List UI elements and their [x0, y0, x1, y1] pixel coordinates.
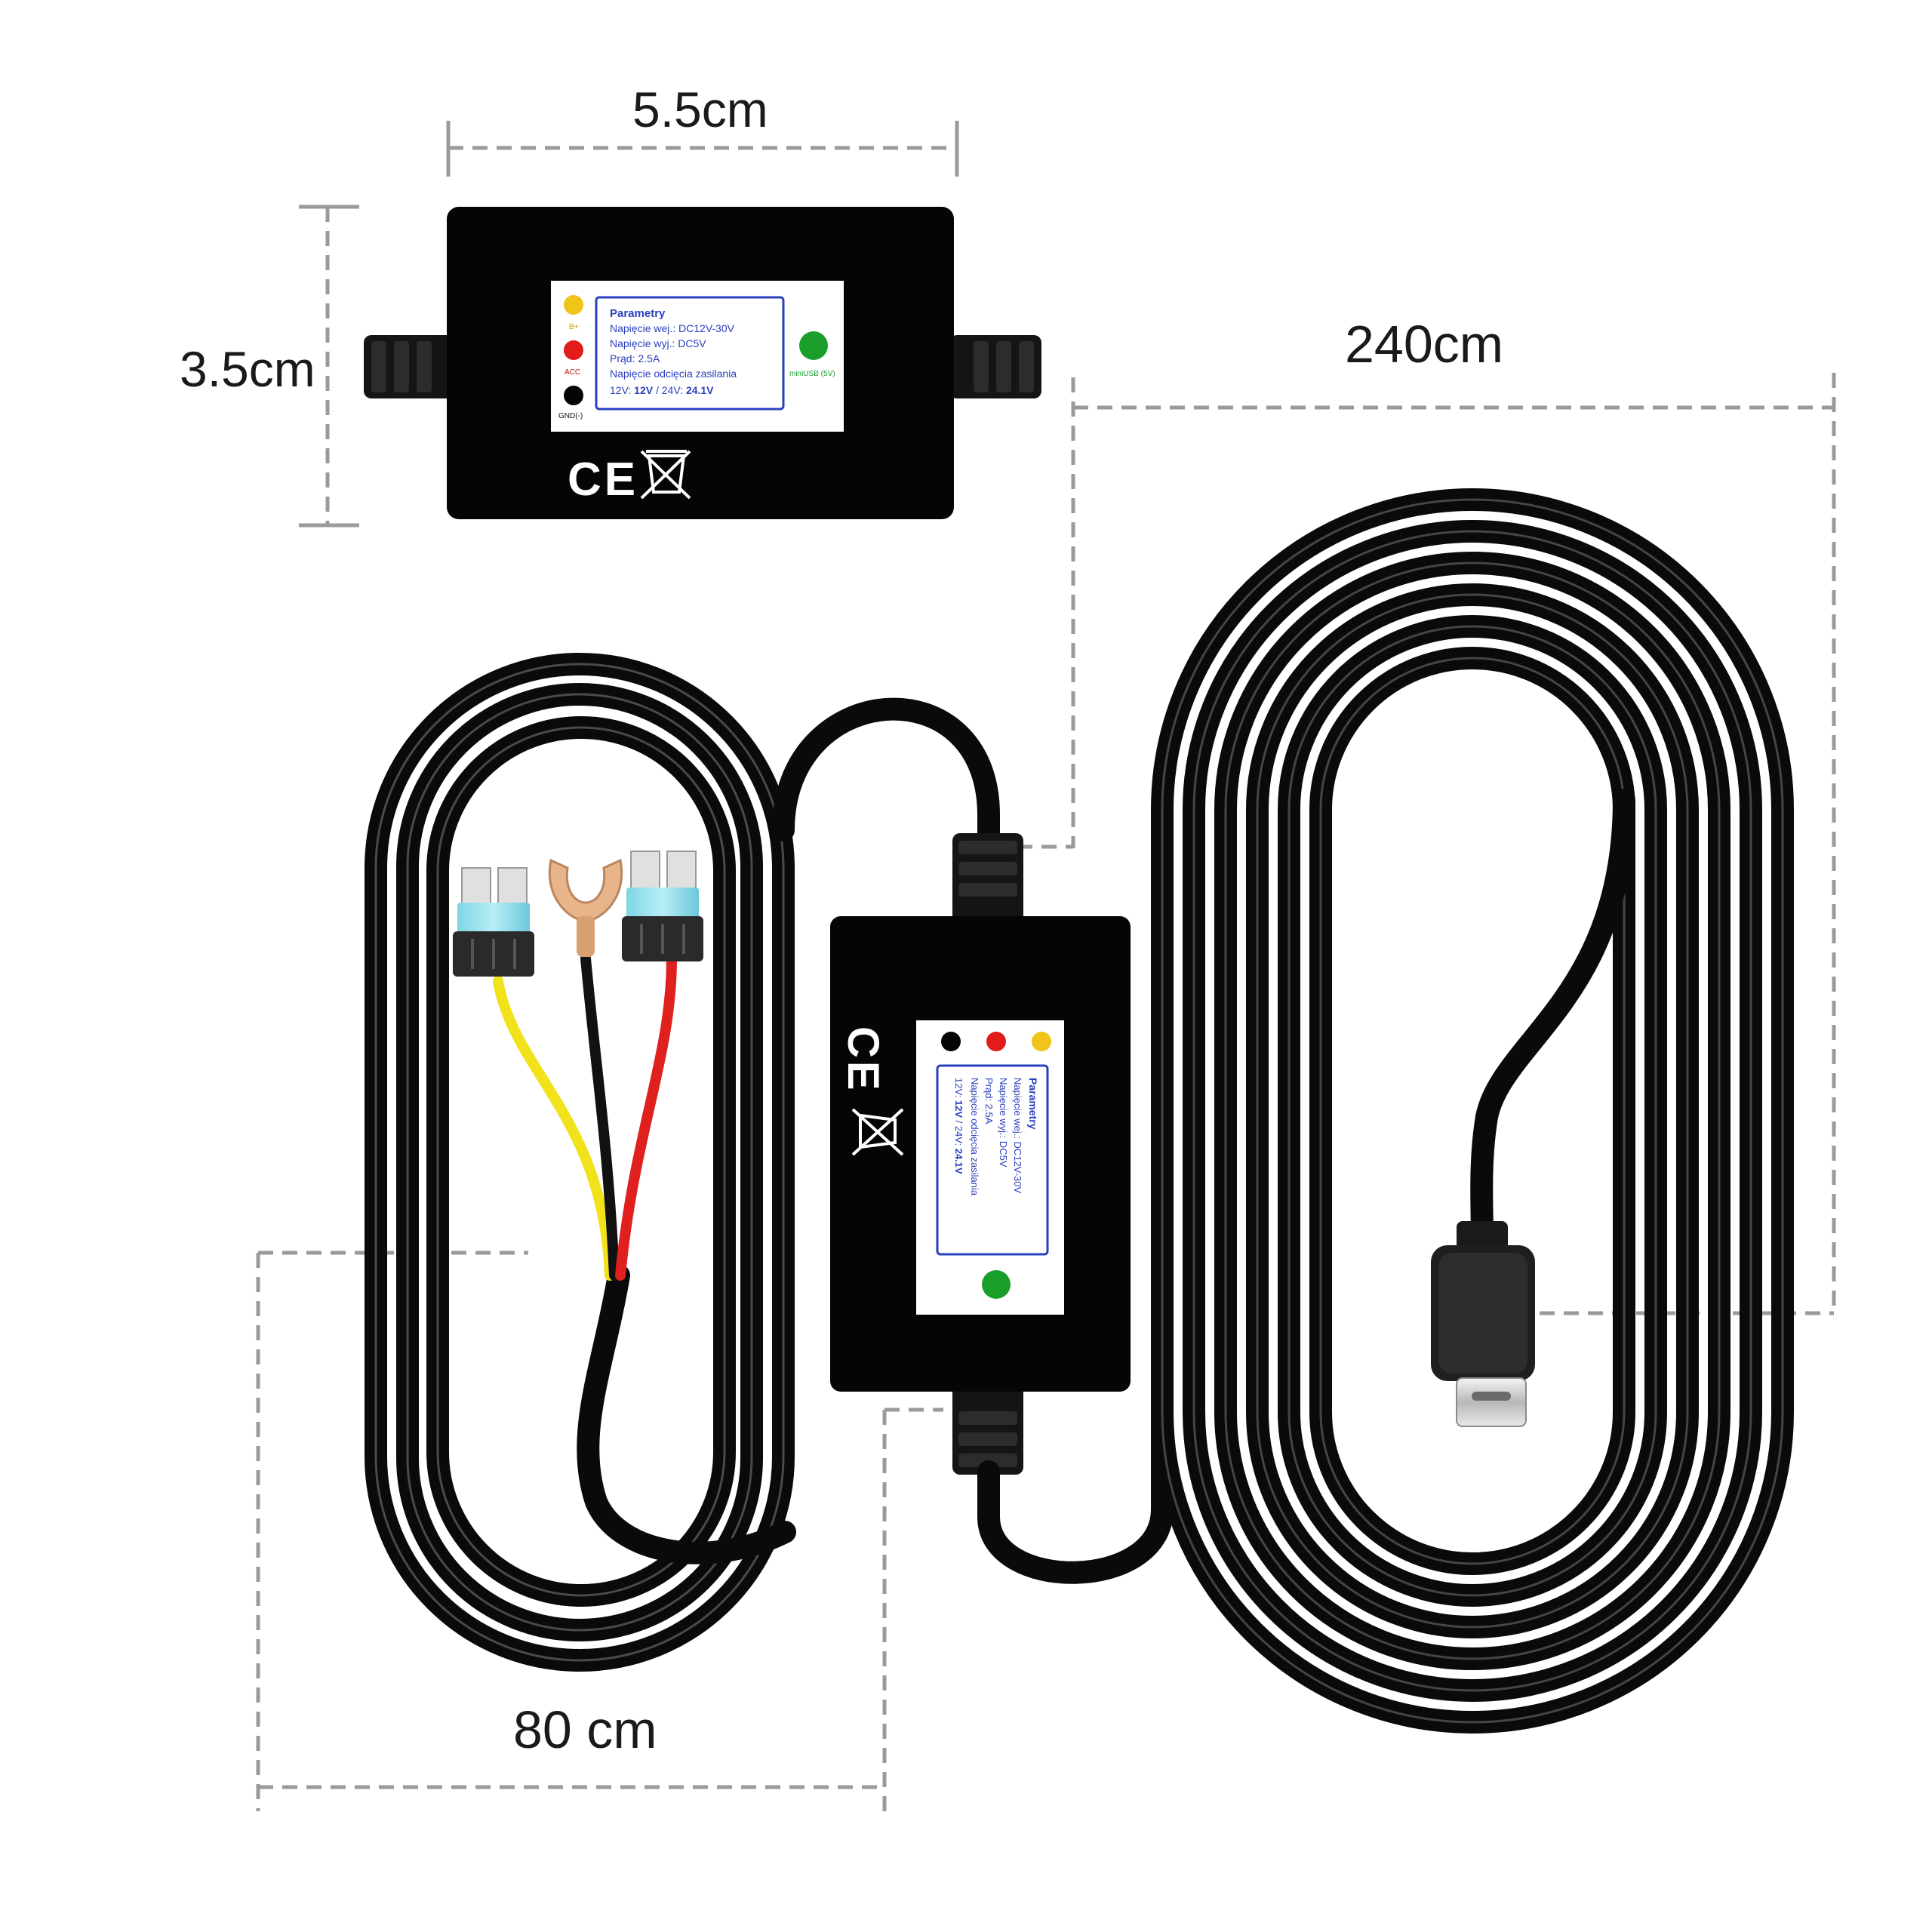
svg-text:Napięcie wej.: DC12V-30V: Napięcie wej.: DC12V-30V [1012, 1078, 1023, 1194]
bplus-dot [564, 295, 583, 315]
svg-text:Prąd: 2.5A: Prąd: 2.5A [983, 1078, 995, 1124]
fork-terminal [548, 858, 623, 957]
wire-sheath [577, 1264, 796, 1564]
usb-dot [799, 331, 828, 360]
parameters-line1: Napięcie wej.: DC12V-30V [610, 322, 735, 334]
usb-cable-tail [1470, 789, 1635, 1249]
red-wire [615, 953, 677, 1281]
parameters-line4: Napięcie odcięcia zasilania [610, 368, 737, 380]
fuse-tap-yellow [453, 867, 534, 977]
ce-mark: CE [568, 454, 638, 506]
acc-dot [564, 340, 583, 360]
long-cable-coil [1151, 488, 1794, 1734]
top-module-right-strain-relief [949, 335, 1041, 398]
center-module-sticker: Parametry Napięcie wej.: DC12V-30V Napię… [916, 1020, 1064, 1315]
top-module-sticker: B+ ACC GND(-) Parametry Napięcie wej.: D… [551, 281, 844, 432]
svg-text:12V: 12V / 24V: 24.1V: 12V: 12V / 24V: 24.1V [953, 1078, 964, 1174]
short-cable-upper-arc [772, 697, 1000, 857]
weee-bin-icon [640, 450, 691, 500]
yellow-wire [493, 976, 615, 1281]
center-ce-mark: CE [838, 1026, 888, 1094]
gnd-dot [564, 386, 583, 405]
parameters-line5: 12V: 12V / 24V: 24.1V [610, 384, 714, 396]
width-dimension-label: 5.5cm [632, 82, 768, 137]
top-module-left-strain-relief [364, 335, 454, 398]
cable-short-dimension-label: 80 cm [513, 1700, 657, 1759]
long-cable-coil-highlights [1161, 498, 1784, 1724]
parameters-line2: Napięcie wyj.: DC5V [610, 337, 706, 349]
usb-label: miniUSB (5V) [789, 370, 835, 378]
long-cable-lead [977, 1272, 1174, 1584]
acc-label: ACC [565, 368, 580, 377]
svg-text:Napięcie wyj.: DC5V: Napięcie wyj.: DC5V [998, 1078, 1009, 1168]
center-weee-bin-icon [851, 1108, 904, 1156]
parameters-box [595, 296, 785, 411]
short-cable-coil-highlights [374, 663, 785, 1662]
black-wire [580, 953, 620, 1281]
top-module: B+ ACC GND(-) Parametry Napięcie wej.: D… [364, 207, 1041, 519]
cable-long-dimension-label: 240cm [1345, 315, 1503, 374]
dimension-labels: 5.5cm 3.5cm 240cm 80 cm [180, 82, 1503, 1759]
height-dimension-label: 3.5cm [180, 341, 315, 397]
svg-text:Napięcie odcięcia zasilania: Napięcie odcięcia zasilania [969, 1078, 980, 1196]
gnd-label: GND(-) [558, 412, 583, 420]
bplus-label: B+ [569, 323, 579, 331]
parameters-line3: Prąd: 2.5A [610, 352, 660, 365]
wire-harness [493, 953, 677, 1281]
parameters-title: Parametry [610, 307, 666, 320]
svg-text:CE: CE [838, 1026, 888, 1094]
usb-c-connector [1431, 1221, 1535, 1427]
fuse-tap-red [622, 851, 703, 961]
center-module: Parametry Napięcie wej.: DC12V-30V Napię… [830, 833, 1131, 1475]
svg-text:Parametry: Parametry [1027, 1078, 1039, 1130]
